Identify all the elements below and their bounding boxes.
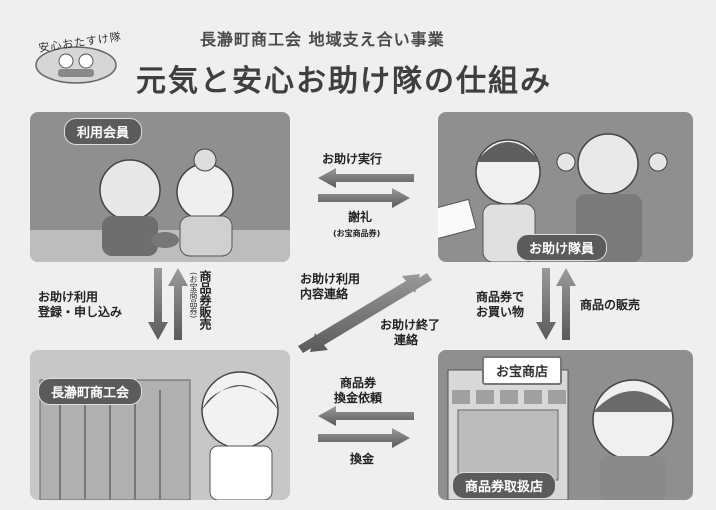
helpers-label: お助け隊員 xyxy=(516,234,608,261)
label-voucher-sales: 商品券販売 xyxy=(198,270,212,330)
chamber-label: 長瀞町商工会 xyxy=(38,378,143,405)
label-voucher-sales-note: (お宝商品券) xyxy=(189,272,198,319)
arrow-shopping xyxy=(536,268,556,340)
label-exchange: 換金 xyxy=(350,452,375,466)
arrow-help-execution xyxy=(318,168,414,188)
arrow-exchange xyxy=(318,428,410,448)
store-label: 商品券取扱店 xyxy=(452,472,557,499)
arrow-help-done xyxy=(310,273,432,352)
arrow-product-sales xyxy=(556,268,576,340)
arrow-thanks xyxy=(318,188,410,208)
panel-members: 利用会員 xyxy=(30,112,290,262)
label-thanks-note: (お宝商品券) xyxy=(333,229,381,238)
store-sign: お宝商店 xyxy=(482,356,563,385)
label-exchange-request-1: 商品券 xyxy=(340,376,377,390)
label-shopping-1: 商品券で xyxy=(476,290,525,304)
page-title: 元気と安心お助け隊の仕組み xyxy=(136,64,552,99)
label-help-request-2: 内容連絡 xyxy=(300,287,349,301)
members-label: 利用会員 xyxy=(64,118,143,145)
label-product-sales: 商品の販売 xyxy=(580,298,641,312)
label-shopping-2: お買い物 xyxy=(476,305,525,319)
label-help-register-2: 登録・申し込み xyxy=(38,305,123,319)
label-help-done-1: お助け終了 xyxy=(380,318,441,332)
label-exchange-request-2: 換金依頼 xyxy=(334,391,383,405)
arrow-help-register xyxy=(148,268,168,340)
label-help-execution: お助け実行 xyxy=(322,152,383,166)
arrow-exchange-request xyxy=(318,406,414,426)
label-help-done-2: 連絡 xyxy=(394,333,419,347)
page-subtitle: 長瀞町商工会 地域支え合い事業 xyxy=(200,30,445,49)
label-help-request-1: お助け利用 xyxy=(300,272,361,286)
helper-team-logo xyxy=(35,46,117,84)
panel-chamber: 長瀞町商工会 xyxy=(30,350,290,500)
arrow-voucher-sales xyxy=(168,268,188,340)
label-help-register-1: お助け利用 xyxy=(38,290,99,304)
elderly-couple-illustration xyxy=(30,148,290,262)
label-thanks: 謝礼 xyxy=(348,210,373,224)
panel-store: お宝商店 商品券取扱店 xyxy=(438,350,693,500)
panel-helpers: お助け隊員 xyxy=(438,112,693,262)
